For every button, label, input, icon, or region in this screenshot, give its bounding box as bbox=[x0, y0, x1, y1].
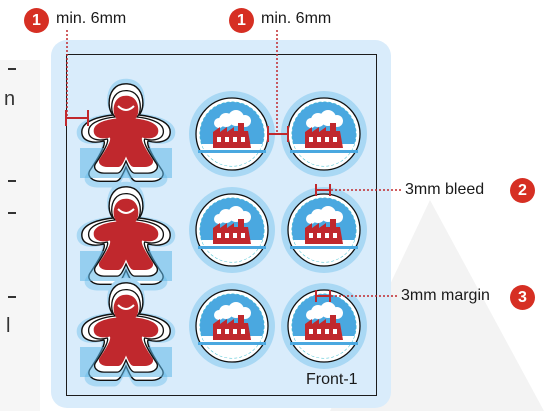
factory-icon bbox=[305, 315, 343, 340]
factory-token bbox=[281, 283, 367, 369]
factory-icon bbox=[213, 219, 251, 244]
trim-line bbox=[66, 54, 377, 396]
left-edge-fragment bbox=[8, 212, 16, 214]
meeple-token bbox=[76, 78, 176, 188]
meeple-icon bbox=[93, 198, 159, 270]
factory-icon bbox=[213, 123, 251, 148]
factory-icon bbox=[305, 123, 343, 148]
left-edge-fragment bbox=[8, 68, 16, 70]
meeple-icon bbox=[93, 294, 159, 366]
meeple-token bbox=[76, 181, 176, 291]
left-edge-fragment: n bbox=[4, 88, 16, 110]
sheet-label: Front-1 bbox=[306, 371, 358, 388]
callout-badge: 1 bbox=[229, 8, 254, 33]
callout-badge: 3 bbox=[510, 285, 535, 310]
callout-leader-3 bbox=[315, 184, 402, 196]
callout-label: min. 6mm bbox=[261, 10, 332, 27]
factory-token bbox=[281, 187, 367, 273]
factory-token bbox=[281, 91, 367, 177]
factory-icon bbox=[305, 219, 343, 244]
meeple-token bbox=[76, 277, 176, 387]
factory-token bbox=[189, 283, 275, 369]
factory-token bbox=[189, 91, 275, 177]
left-edge-fragment: l bbox=[6, 315, 11, 337]
factory-icon bbox=[213, 315, 251, 340]
left-edge-fragment bbox=[8, 296, 16, 298]
callout-leader-4 bbox=[315, 290, 398, 302]
callout-label: min. 6mm bbox=[56, 10, 127, 27]
factory-token bbox=[189, 187, 275, 273]
left-edge-fragment bbox=[8, 180, 16, 182]
callout-label: 3mm bleed bbox=[405, 181, 485, 198]
callout-leader-2 bbox=[267, 30, 289, 142]
callout-badge: 1 bbox=[24, 8, 49, 33]
callout-badge: 2 bbox=[510, 178, 535, 203]
meeple-icon bbox=[93, 95, 159, 167]
callout-leader-1 bbox=[65, 30, 89, 126]
callout-label: 3mm margin bbox=[401, 287, 490, 304]
